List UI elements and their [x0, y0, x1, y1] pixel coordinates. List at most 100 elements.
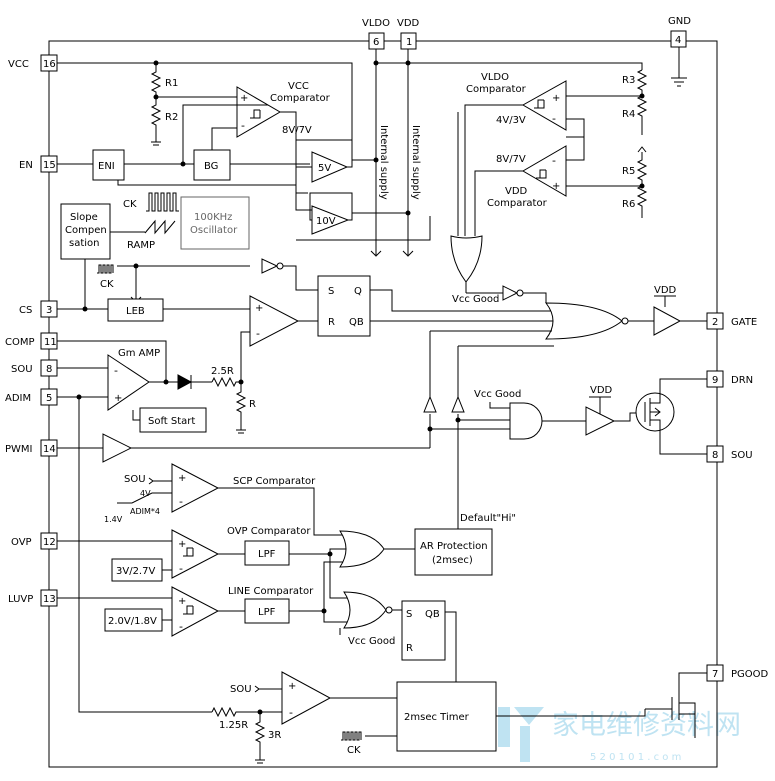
pin-comp-label: COMP [5, 337, 35, 348]
timer-comparator: + - [281, 671, 332, 725]
svg-text:QB: QB [349, 317, 364, 328]
lpf-ovp: LPF [244, 540, 290, 566]
pin-gnd[interactable]: GND 4 [668, 16, 691, 48]
pin-vldo-label: VLDO [362, 18, 390, 29]
svg-text:+: + [552, 181, 560, 192]
vdd-gate-label: VDD [654, 285, 677, 296]
watermark-url: 5 2 0 1 0 1 . c o m [590, 752, 681, 763]
reg-5v: 5V [311, 151, 349, 183]
r3-label: R3 [622, 75, 635, 86]
r-3r-label: 3R [268, 730, 281, 741]
gm-amp: - + Gm AMP [107, 348, 160, 411]
svg-text:+: + [552, 93, 560, 104]
pin-sou-in-label: SOU [11, 364, 33, 375]
svg-text:+: + [178, 473, 186, 484]
scp-14v-label: 1.4V [104, 515, 123, 524]
pin-ovp-num: 12 [43, 537, 56, 548]
pin-sou-in[interactable]: SOU 8 [11, 359, 58, 377]
svg-text:LEB: LEB [126, 306, 145, 317]
leb-block: LEB [107, 298, 164, 322]
pin-vcc-label: VCC [8, 59, 29, 70]
pwm-comparator: + - [249, 295, 318, 347]
vcc-good-or-gate: Vcc Good [450, 112, 499, 305]
pin-gate[interactable]: 2 GATE [706, 312, 757, 330]
pin-en[interactable]: EN 15 [19, 155, 58, 173]
pin-adim[interactable]: ADIM 5 [5, 388, 58, 406]
svg-text:100KHz Oscillator: 100KHz Oscillator [190, 212, 238, 236]
pin-luvp[interactable]: LUVP 13 [8, 589, 58, 607]
pin-sou-out-num: 8 [712, 450, 718, 461]
reg-10v: 10V [311, 205, 350, 235]
pin-pwmi-label: PWMI [5, 444, 33, 455]
pin-drn[interactable]: 9 DRN [706, 370, 753, 388]
pin-pgood-num: 7 [712, 669, 718, 680]
vcc-good-2: Vcc Good [474, 389, 521, 400]
pin-gate-label: GATE [731, 317, 757, 328]
ck-osc-label: CK [123, 199, 137, 210]
svg-text:+: + [255, 303, 263, 314]
pin-comp[interactable]: COMP 11 [5, 332, 58, 350]
pin-pgood[interactable]: 7 PGOOD [706, 664, 769, 682]
svg-text:-: - [256, 327, 260, 340]
pin-vdd[interactable]: VDD 1 [397, 18, 420, 50]
gm-amp-label: Gm AMP [118, 348, 160, 359]
pin-vdd-label: VDD [397, 18, 420, 29]
vcc-comp-threshold: 8V/7V [282, 125, 312, 136]
pin-pwmi[interactable]: PWMI 14 [5, 439, 58, 457]
scp-sou-label: SOU [124, 474, 146, 485]
pin-gnd-num: 4 [675, 35, 681, 46]
svg-text:-: - [289, 706, 293, 719]
gate-or [544, 302, 654, 340]
svg-text:-: - [179, 495, 183, 508]
ovp-comparator: + - OVP Comparator [171, 526, 311, 579]
eni-block: ENI [92, 149, 125, 181]
pgood-mosfet-icon [645, 672, 707, 738]
oscillator-block: 100KHz Oscillator [180, 196, 250, 250]
pin-cs[interactable]: CS 3 [19, 300, 58, 318]
pin-luvp-label: LUVP [8, 594, 33, 605]
pin-drn-num: 9 [712, 375, 718, 386]
vcc-comp-plus: + [240, 93, 248, 104]
clock-wave-icon [146, 192, 179, 212]
pin-vldo-num: 6 [373, 37, 379, 48]
ramp-wave-icon [144, 219, 176, 235]
pin-sou-out[interactable]: 8 SOU [706, 445, 753, 463]
vldo-comp-threshold: 4V/3V [496, 115, 526, 126]
ck-timer-wave-icon [341, 731, 362, 741]
pin-drn-label: DRN [731, 375, 753, 386]
svg-text:S: S [328, 286, 334, 297]
pin-en-label: EN [19, 160, 33, 171]
svg-text:R: R [328, 317, 335, 328]
sr-latch-1: S Q R QB [317, 275, 371, 337]
svg-text:Slope Compen satio: Slope Compen sation [65, 212, 110, 249]
vdd-divider: R5 R6 [566, 146, 648, 218]
soft-start-block: Soft Start [139, 407, 207, 433]
svg-text:5V: 5V [318, 163, 331, 174]
ovp-ref: 3V/2.7V [111, 558, 172, 582]
vldo-comparator: + - VLDO Comparator 4V/3V [464, 72, 585, 236]
luvp-ref: 2.0V/1.8V [104, 608, 172, 632]
svg-text:AR Protection (2msec): AR Protection (2msec) [420, 541, 491, 566]
scp-adim-label: ADIM*4 [130, 507, 160, 516]
ar-protection-block: AR Protection (2msec) [414, 528, 493, 576]
watermark: 家电维修资料网 5 2 0 1 0 1 . c o m [498, 707, 741, 763]
timer-sou-label: SOU [230, 684, 252, 695]
default-hi-label: Default"Hi" [460, 513, 516, 524]
pin-ovp[interactable]: OVP 12 [11, 532, 58, 550]
ovp-comp-label: OVP Comparator [227, 526, 311, 537]
r-25-label: 2.5R [211, 366, 234, 377]
pin-ovp-label: OVP [11, 537, 32, 548]
pin-pwmi-num: 14 [43, 444, 56, 455]
pin-vldo[interactable]: VLDO 6 [362, 18, 390, 50]
watermark-cn: 家电维修资料网 [552, 710, 741, 741]
pin-vdd-num: 1 [406, 37, 412, 48]
svg-text:+: + [178, 539, 186, 550]
r6-label: R6 [622, 199, 635, 210]
pin-gate-num: 2 [712, 317, 718, 328]
scp-comparator: + - SCP Comparator SOU 4V 1.4V ADIM*4 [104, 463, 344, 536]
timer-block: 2msec Timer [396, 681, 497, 752]
pin-vcc[interactable]: VCC 16 [8, 54, 58, 72]
vcc-comp-title: VCC Comparator [270, 81, 331, 104]
svg-text:-: - [179, 620, 183, 633]
pin-pgood-label: PGOOD [731, 669, 769, 680]
